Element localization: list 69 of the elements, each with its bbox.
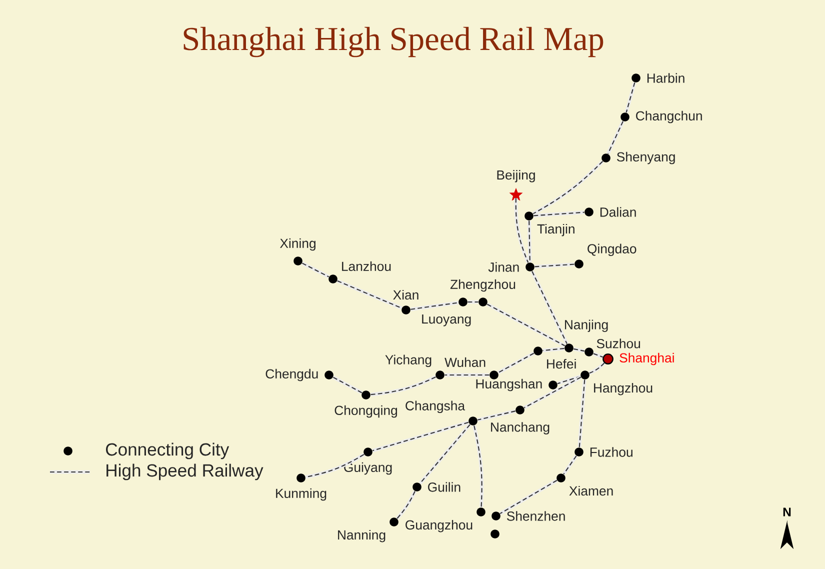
- city-label: Nanning: [338, 530, 386, 542]
- railway-line: [532, 160, 604, 216]
- city-label: Nanjing: [565, 320, 608, 332]
- railway-line: [336, 279, 402, 310]
- railway-line: [332, 376, 363, 394]
- city-label: Kunming: [276, 488, 326, 501]
- railway-line: [573, 347, 585, 353]
- railway-line: [534, 262, 574, 268]
- city-label: Xian: [393, 290, 418, 300]
- railway-line: [606, 120, 625, 154]
- railway-line: [305, 452, 365, 479]
- city-label: Shenzhen: [506, 511, 565, 521]
- railway-line: [418, 423, 472, 484]
- railway-line: [301, 262, 330, 278]
- city-label: Qingdao: [588, 244, 636, 256]
- city-label: Yichang: [385, 354, 432, 368]
- railway-line: [497, 352, 535, 374]
- railway-line: [562, 454, 578, 476]
- city-label: Nanchang: [491, 422, 550, 434]
- city-label: Changchun: [636, 110, 702, 124]
- city-label: Jinan: [488, 262, 519, 272]
- city-label: Guangzhou: [406, 520, 472, 532]
- title: Shanghai High Speed Rail Map: [184, 26, 604, 58]
- railway-line: [499, 478, 558, 516]
- city-label: Shenyang: [616, 152, 675, 164]
- city-label: Shanghai: [620, 352, 674, 366]
- railway-line: [477, 409, 516, 422]
- railway-line: [468, 300, 478, 304]
- railway-line: [370, 375, 436, 396]
- city-label: Chongqing: [334, 405, 397, 418]
- city-label: Fuzhou: [590, 447, 632, 457]
- north-label: N: [783, 508, 791, 516]
- city-label: Suzhou: [596, 338, 640, 348]
- railway-line: [530, 270, 569, 344]
- railway-line: [486, 302, 566, 348]
- city-label: Xiamen: [569, 486, 613, 496]
- railway-line: [396, 490, 417, 520]
- railway-line: [410, 300, 459, 312]
- legend-label: High Speed Railway: [106, 464, 264, 480]
- railway-line: [557, 374, 581, 386]
- city-label: Hefei: [547, 358, 576, 369]
- railway-line: [534, 210, 584, 218]
- railway-line: [472, 425, 484, 508]
- city-label: Luoyang: [422, 314, 471, 326]
- city-label: Tianjin: [537, 224, 574, 236]
- railway-line: [514, 198, 530, 264]
- city-label: Chengdu: [266, 368, 318, 382]
- city-dot: [490, 530, 500, 538]
- railway-line: [523, 376, 582, 410]
- railway-line: [527, 220, 532, 262]
- railway-line: [592, 352, 604, 359]
- city-label: Dalian: [600, 207, 636, 217]
- city-label: Guilin: [428, 482, 460, 492]
- railway-line: [624, 82, 636, 113]
- railway-line: [578, 380, 586, 448]
- city-label: Changsha: [406, 400, 466, 414]
- legend-label: Connecting City: [106, 442, 230, 460]
- city-label: Beijing: [497, 170, 535, 182]
- city-label: Wuhan: [444, 357, 486, 368]
- railway-line: [542, 346, 564, 352]
- city-label: Xining: [280, 238, 316, 251]
- city-label: Hangzhou: [594, 382, 652, 396]
- city-label: Zhengzhou: [450, 279, 516, 292]
- city-label: Lanzhou: [342, 261, 391, 272]
- city-label: Huangshan: [476, 378, 542, 392]
- railway-line: [588, 362, 606, 375]
- railway-line: [372, 420, 469, 452]
- city-label: Harbin: [647, 73, 684, 83]
- railway-line: [444, 373, 490, 377]
